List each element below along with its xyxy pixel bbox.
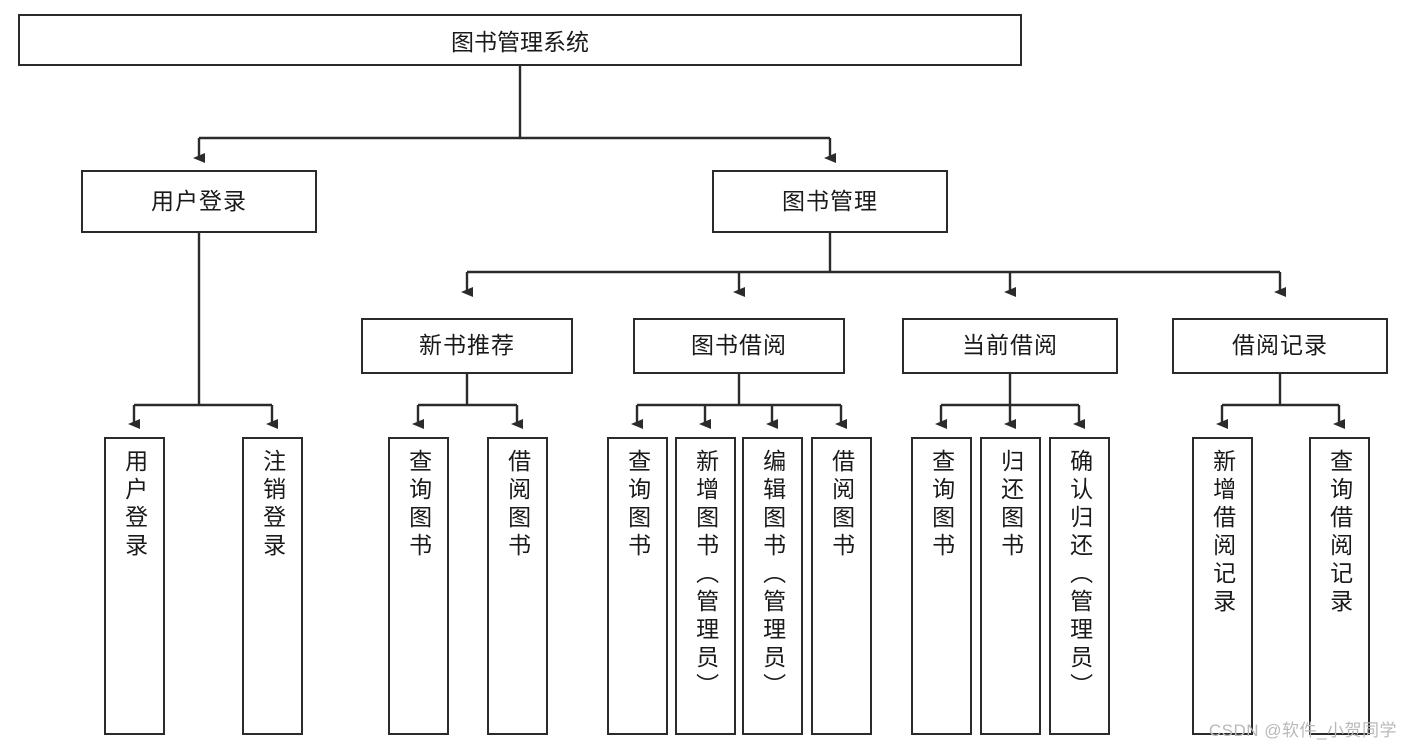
node-label: 归还图书 xyxy=(997,449,1024,561)
node-leaf-edit-book[interactable]: 编辑图书（管理员） xyxy=(742,437,803,735)
node-leaf-add-record[interactable]: 新增借阅记录 xyxy=(1192,437,1253,735)
node-leaf-borrow-book-2[interactable]: 借阅图书 xyxy=(811,437,872,735)
node-label: 新书推荐 xyxy=(419,332,515,359)
node-label: 用户登录 xyxy=(151,187,247,214)
node-borrow-record[interactable]: 借阅记录 xyxy=(1172,318,1388,374)
node-book-management-system[interactable]: 图书管理系统 xyxy=(18,14,1022,66)
node-label: 查询图书 xyxy=(624,449,651,561)
watermark: CSDN @软件_小贺同学 xyxy=(1208,721,1397,740)
node-label: 借阅图书 xyxy=(504,449,531,561)
node-label: 图书管理系统 xyxy=(451,29,589,55)
node-current-borrow[interactable]: 当前借阅 xyxy=(902,318,1118,374)
node-label: 图书借阅 xyxy=(691,332,787,359)
node-leaf-add-book[interactable]: 新增图书（管理员） xyxy=(675,437,736,735)
node-label: 查询图书 xyxy=(405,449,432,561)
node-book-borrow[interactable]: 图书借阅 xyxy=(633,318,845,374)
node-label: 用户登录 xyxy=(121,449,148,561)
node-leaf-query-book-3[interactable]: 查询图书 xyxy=(911,437,972,735)
node-leaf-user-login[interactable]: 用户登录 xyxy=(104,437,165,735)
node-label: 新增图书（管理员） xyxy=(692,449,719,701)
node-label: 查询图书 xyxy=(928,449,955,561)
node-leaf-query-book-2[interactable]: 查询图书 xyxy=(607,437,668,735)
node-book-management[interactable]: 图书管理 xyxy=(712,170,948,233)
node-leaf-logout-login[interactable]: 注销登录 xyxy=(242,437,303,735)
node-label: 借阅记录 xyxy=(1232,332,1328,359)
node-label: 确认归还（管理员） xyxy=(1066,449,1093,701)
node-label: 当前借阅 xyxy=(962,332,1058,359)
node-leaf-confirm-return[interactable]: 确认归还（管理员） xyxy=(1049,437,1110,735)
node-leaf-query-book-1[interactable]: 查询图书 xyxy=(388,437,449,735)
node-new-book-recommend[interactable]: 新书推荐 xyxy=(361,318,573,374)
node-label: 查询借阅记录 xyxy=(1326,449,1353,617)
node-label: 注销登录 xyxy=(259,449,286,561)
node-leaf-return-book[interactable]: 归还图书 xyxy=(980,437,1041,735)
node-leaf-borrow-book-1[interactable]: 借阅图书 xyxy=(487,437,548,735)
node-label: 新增借阅记录 xyxy=(1209,449,1236,617)
node-label: 借阅图书 xyxy=(828,449,855,561)
node-label: 图书管理 xyxy=(782,187,878,214)
node-user-login[interactable]: 用户登录 xyxy=(81,170,317,233)
node-leaf-query-record[interactable]: 查询借阅记录 xyxy=(1309,437,1370,735)
node-label: 编辑图书（管理员） xyxy=(759,449,786,701)
